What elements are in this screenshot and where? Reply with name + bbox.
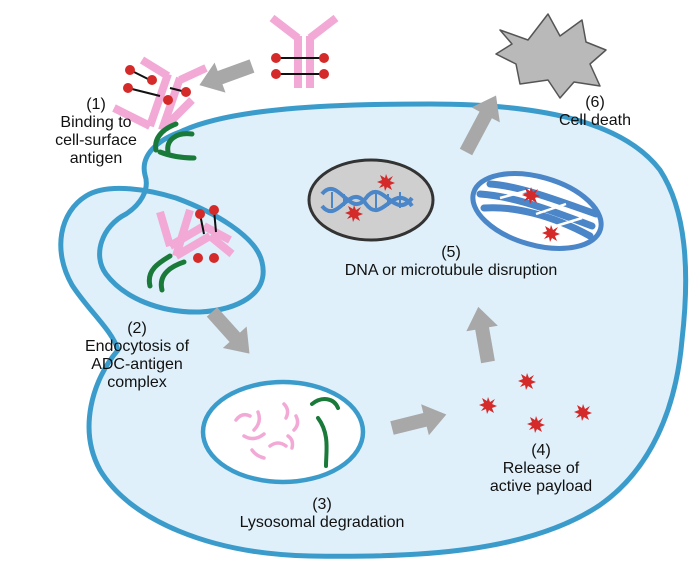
step1-line1: Binding to: [60, 114, 132, 131]
payload-star: [574, 404, 592, 421]
step1-label: (1) Binding to cell-surface antigen: [36, 96, 156, 168]
endosome-antigen: [146, 253, 187, 293]
step2-line2: ADC-antigen: [91, 356, 183, 373]
arrow-step4: [466, 306, 498, 364]
step4-number: (4): [531, 442, 551, 459]
step2-line3: complex: [107, 374, 167, 391]
step5-label: (5) DNA or microtubule disruption: [286, 244, 616, 280]
step2-label: (2) Endocytosis of ADC-antigen complex: [62, 320, 212, 392]
surface-antigen: [153, 121, 197, 161]
endosome-adc: [156, 205, 235, 263]
step1-line3: antigen: [69, 150, 123, 167]
step4-label: (4) Release of active payload: [466, 442, 616, 496]
arrow-step1: [199, 59, 255, 93]
step5-number: (5): [441, 244, 461, 261]
step6-line1: Cell death: [558, 112, 632, 129]
nucleus: [307, 158, 435, 242]
free-adc-antibody: [269, 14, 339, 88]
bound-adc-antibody: [112, 56, 208, 133]
step3-number: (3): [312, 496, 332, 513]
payload-star: [518, 373, 536, 390]
arrow-step3: [390, 404, 447, 436]
payload-star: [479, 397, 497, 414]
arrow-step5: [459, 95, 500, 156]
released-payload: [479, 373, 592, 433]
step4-line2: active payload: [489, 478, 593, 495]
step2-number: (2): [127, 320, 147, 337]
dead-cell: [495, 13, 607, 99]
step2-line1: Endocytosis of: [84, 338, 190, 355]
step1-line2: cell-surface: [55, 132, 137, 149]
lysosome: [200, 379, 366, 485]
dna-helix: [320, 186, 414, 214]
step6-number: (6): [585, 94, 605, 111]
arrow-step2: [206, 307, 250, 354]
step5-line1: DNA or microtubule disruption: [344, 262, 558, 279]
step1-number: (1): [86, 96, 106, 113]
step6-label: (6) Cell death: [540, 94, 650, 130]
step3-label: (3) Lysosomal degradation: [202, 496, 442, 532]
step3-line1: Lysosomal degradation: [239, 514, 405, 531]
step4-line1: Release of: [502, 460, 580, 477]
payload-star: [527, 416, 545, 433]
microtubule-spindle: [470, 171, 604, 251]
